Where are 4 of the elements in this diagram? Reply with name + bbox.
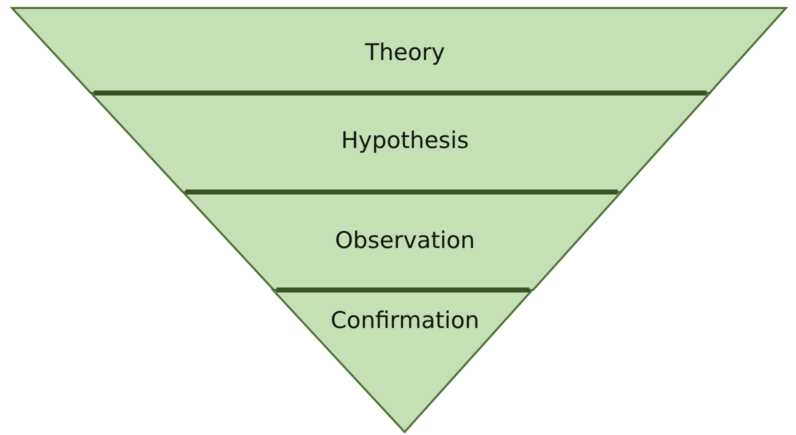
band-label: Hypothesis — [341, 128, 469, 154]
band-label: Observation — [334, 228, 476, 254]
band-label: Confirmation — [330, 308, 480, 334]
band-label: Theory — [365, 40, 445, 66]
